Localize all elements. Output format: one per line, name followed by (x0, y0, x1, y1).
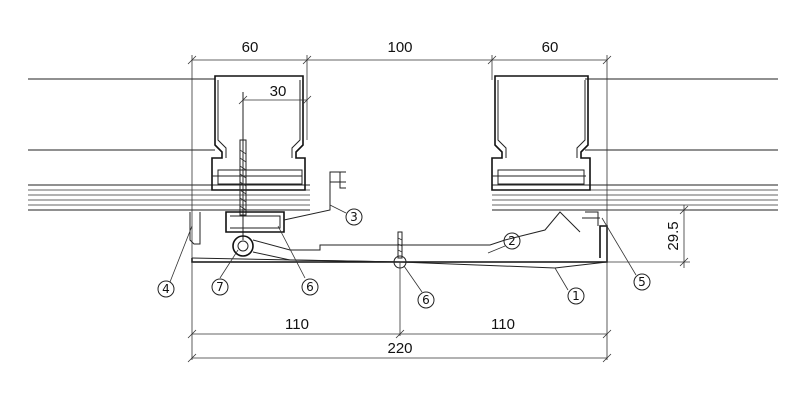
callout-1-label: 1 (572, 289, 580, 303)
callout-3-label: 3 (350, 210, 358, 224)
dim-side-height: 29.5 (665, 221, 682, 250)
dim-top-middle: 100 (387, 39, 412, 56)
callout-5: 5 (633, 273, 651, 291)
dim-bottom-right: 110 (491, 316, 515, 333)
dim-inner: 30 (270, 83, 287, 100)
callout-1: 1 (567, 287, 585, 305)
callout-4-label: 4 (162, 282, 170, 296)
callout-3: 3 (345, 208, 363, 226)
dim-top-left: 60 (242, 39, 259, 56)
callout-6-upper-label: 6 (306, 280, 314, 294)
callout-5-label: 5 (638, 275, 646, 289)
dim-top-right: 60 (542, 39, 559, 56)
callout-2: 2 (503, 232, 521, 250)
callout-6-lower: 6 (417, 291, 435, 309)
callout-4: 4 (157, 280, 175, 298)
dim-bottom-total: 220 (387, 340, 412, 357)
left-panel (28, 78, 310, 211)
callout-7: 7 (211, 278, 229, 296)
callout-7-label: 7 (216, 280, 224, 294)
screw-left (239, 92, 247, 240)
callout-6-lower-label: 6 (422, 293, 430, 307)
callout-2-label: 2 (508, 234, 516, 248)
dimension-lines (187, 55, 690, 363)
left-profile (211, 75, 306, 191)
callout-6-upper: 6 (301, 278, 319, 296)
dim-bottom-left: 110 (285, 316, 309, 333)
leader-lines (169, 204, 637, 293)
right-profile (491, 75, 591, 191)
